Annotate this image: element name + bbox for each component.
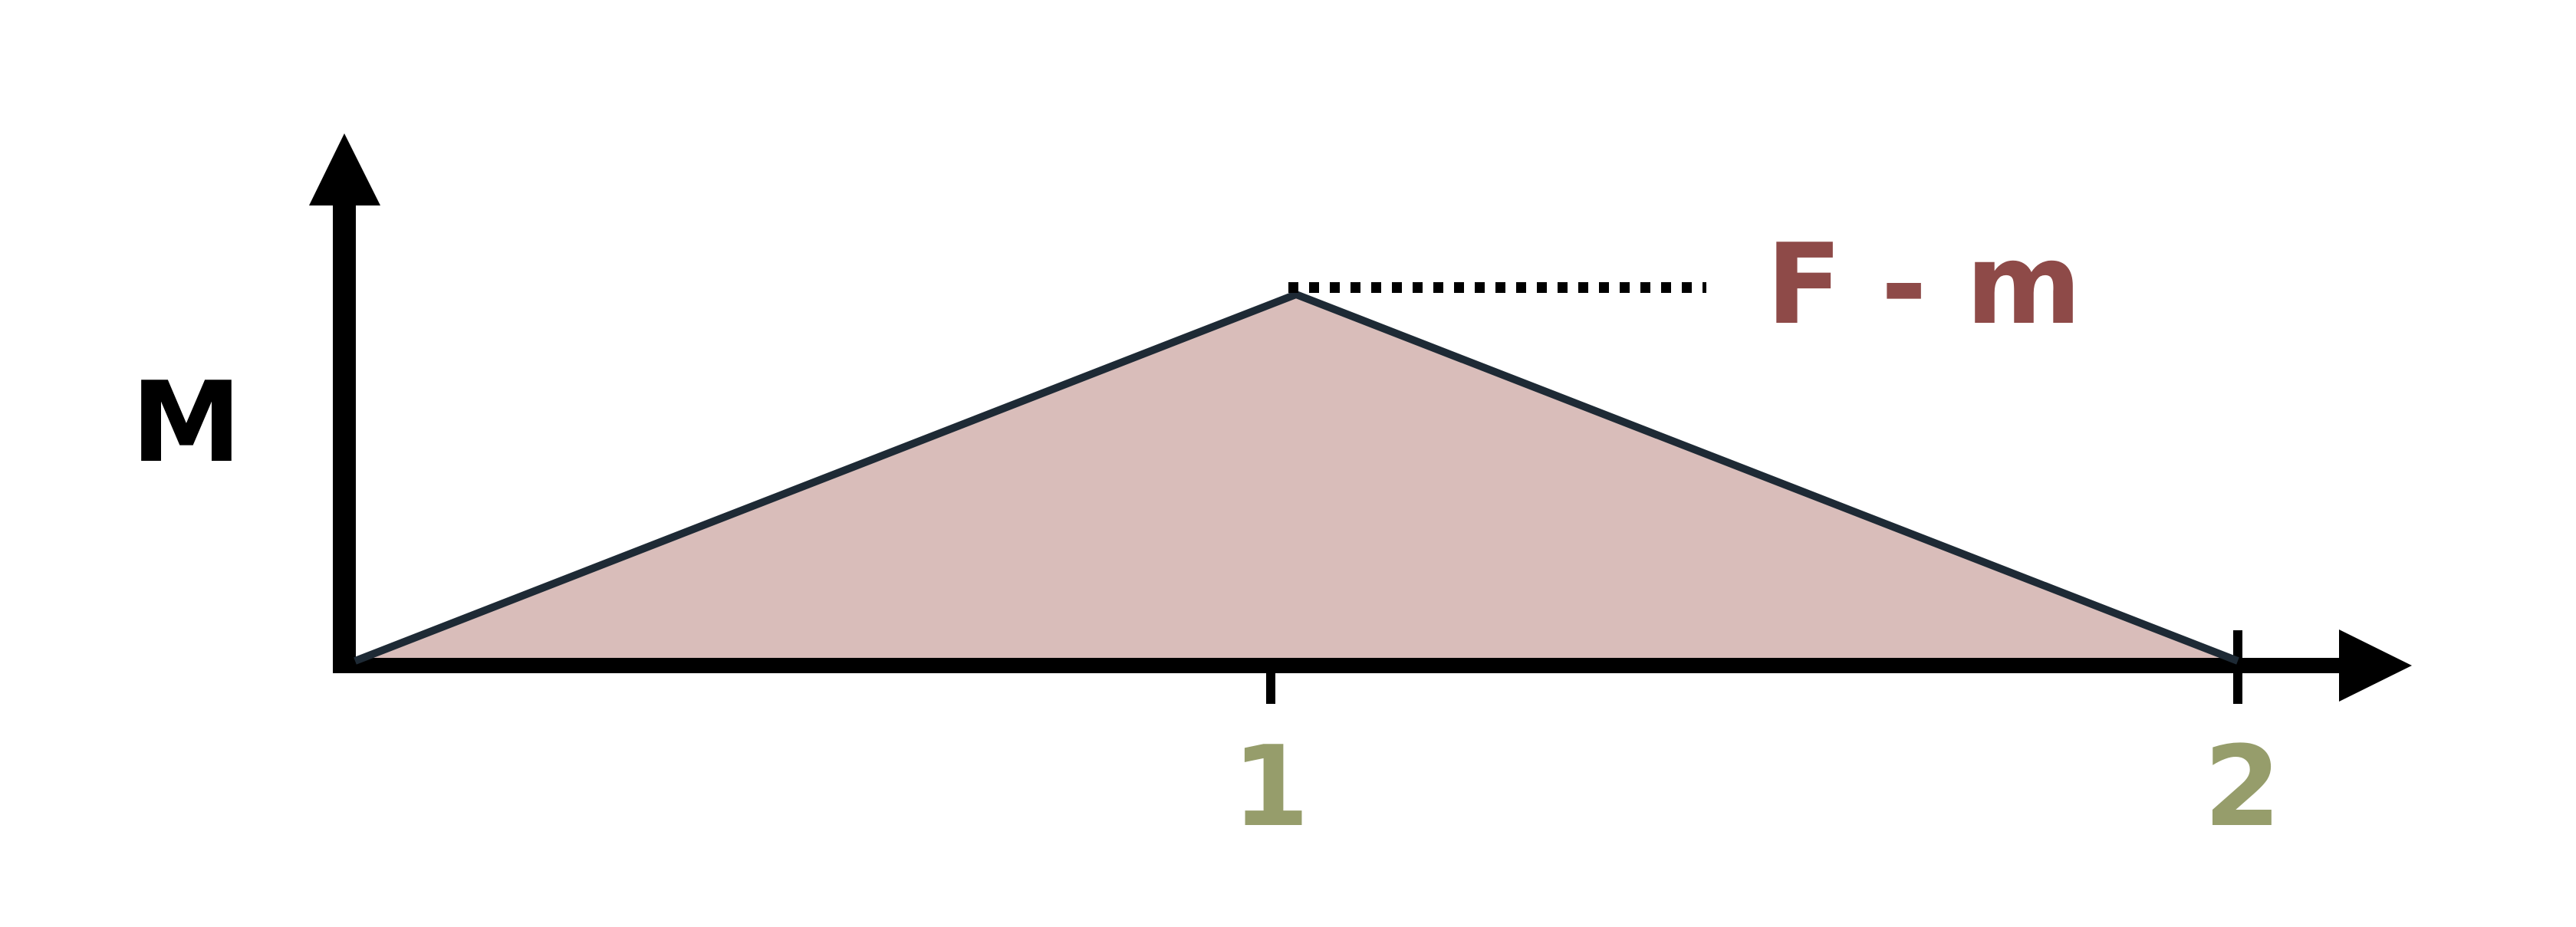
tick-label-1: 1 — [1232, 722, 1310, 852]
y-axis-arrowhead — [309, 133, 380, 205]
y-axis-label: M — [131, 358, 242, 488]
tick-label-2: 2 — [2204, 722, 2282, 852]
moment-outline — [354, 290, 2239, 665]
x-axis-arrowhead — [2339, 630, 2412, 702]
peak-value-label: F - m — [1766, 220, 2081, 350]
moment-area — [355, 294, 2238, 664]
